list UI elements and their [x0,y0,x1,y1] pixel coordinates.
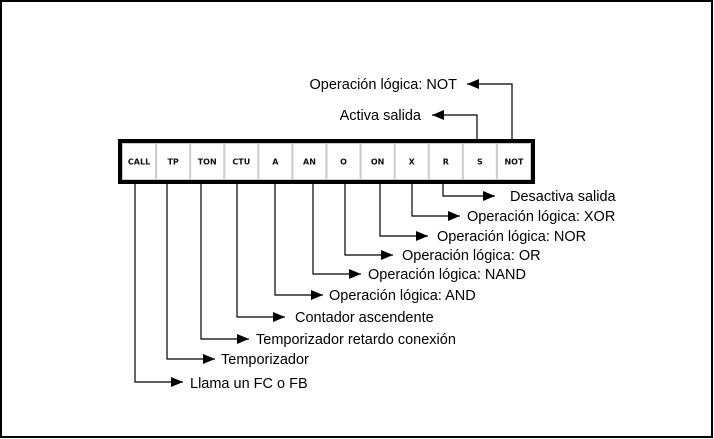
label-r: Desactiva salida [510,189,617,205]
label-ctu: Contador ascendente [295,310,434,326]
connector-ton [200,180,249,344]
cell-r [428,143,463,180]
label-s: Activa salida [340,108,422,124]
cell-label-x: X [409,158,416,167]
cell-x [394,143,429,180]
cell-ton [190,143,225,180]
cell-an [292,143,327,180]
connector-call [134,180,183,387]
connector-tp [166,180,215,364]
connector-r [442,180,495,201]
label-tp: Temporizador [221,352,309,368]
cell-label-o: O [340,158,347,167]
connector-ctu [236,180,285,322]
cell-label-tp: TP [167,158,178,167]
cell-s [462,143,497,180]
cell-label-on: ON [371,158,385,167]
cell-ctu [224,143,259,180]
instruction-cells: CALL TP TON CTU A AN O ON X R S NOT [122,143,531,180]
label-not: Operación lógica: NOT [310,77,458,93]
cell-a [258,143,293,180]
cell-call [122,143,157,180]
label-ton: Temporizador retardo conexión [256,332,456,348]
cell-o [326,143,361,180]
connector-x [411,180,460,221]
cell-label-ton: TON [198,158,217,167]
annotations: Operación lógica: NOT Activa salida Desa… [190,77,617,392]
cell-label-not: NOT [504,158,523,167]
cell-label-s: S [477,158,483,167]
cell-label-ctu: CTU [232,158,250,167]
connector-not [467,79,513,143]
connector-an [312,180,361,279]
cell-label-call: CALL [128,158,150,167]
cell-on [360,143,395,180]
label-an: Operación lógica: NAND [368,267,526,283]
label-call: Llama un FC o FB [190,376,308,392]
connector-o [344,180,393,260]
label-o: Operación lógica: OR [402,248,541,264]
connector-a [274,180,323,300]
connector-s [432,110,478,143]
cell-not [496,143,531,180]
label-on: Operación lógica: NOR [437,229,586,245]
connectors [134,79,513,387]
cell-label-r: R [443,158,449,167]
cell-tp [156,143,191,180]
label-x: Operación lógica: XOR [467,209,615,225]
connector-on [379,180,428,241]
cell-label-a: A [272,158,279,167]
label-a: Operación lógica: AND [329,288,476,304]
instruction-bar: CALL TP TON CTU A AN O ON X R S NOT [118,139,535,184]
cell-label-an: AN [303,158,316,167]
